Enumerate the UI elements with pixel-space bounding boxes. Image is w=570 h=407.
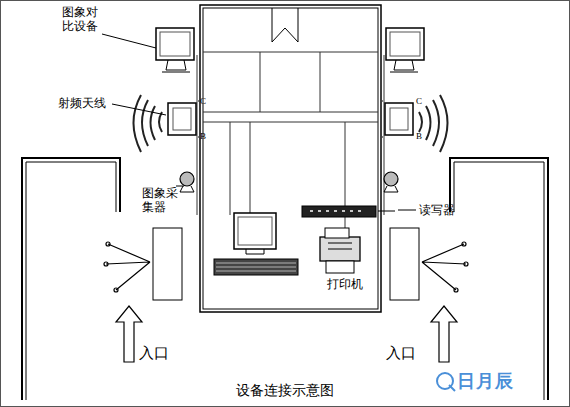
caption: 设备连接示意图 — [236, 382, 334, 399]
terminal-letter: B — [200, 131, 206, 142]
watermark: 日月辰 — [457, 370, 514, 392]
device-label: 打印机 — [326, 277, 364, 291]
terminal-letter: B — [416, 131, 422, 142]
terminal-letter: C — [200, 96, 206, 107]
entrance-label: 入口 — [139, 344, 169, 362]
device-label: 读写器 — [419, 203, 455, 217]
terminal-letter: C — [416, 96, 422, 107]
entrance-label: 入口 — [386, 344, 416, 362]
device-label: 射频天线 — [58, 96, 106, 110]
device-label: 图象采集器 — [142, 186, 178, 215]
device-label: 图象对比设备 — [62, 5, 98, 34]
